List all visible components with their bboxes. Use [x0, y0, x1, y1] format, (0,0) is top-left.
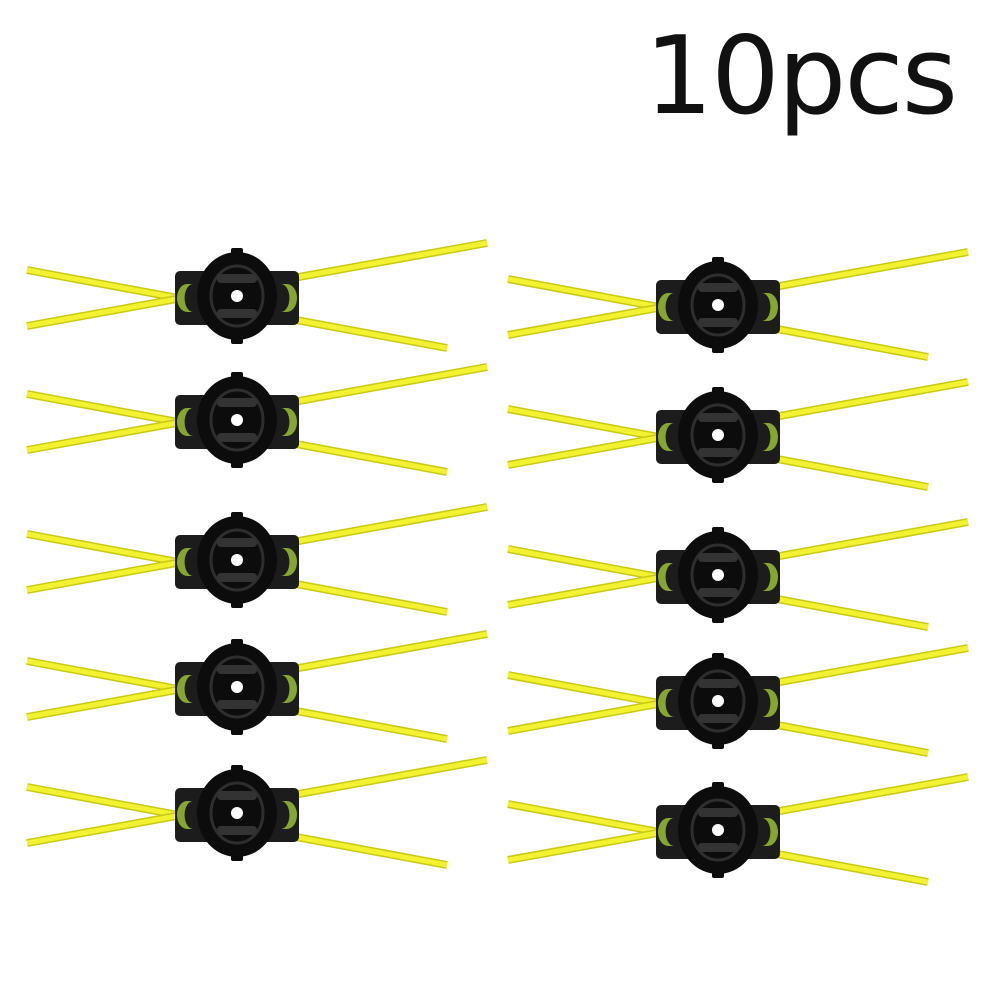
disc-slot: [217, 791, 257, 800]
disc-notch: [712, 257, 724, 265]
disc-notch: [231, 727, 243, 735]
disc-inner-ring: [690, 543, 746, 607]
disc-slot: [217, 398, 257, 407]
disc-notch: [712, 475, 724, 483]
trimmer-head-item: [26, 503, 488, 616]
disc-notch: [712, 870, 724, 878]
disc-inner-ring: [209, 781, 265, 845]
trimmer-head-item: [26, 630, 488, 743]
disc-slot: [217, 309, 257, 318]
line-eyelet-left: [658, 423, 674, 451]
line-eyelet-right: [281, 801, 297, 829]
disc-inner-ring: [209, 264, 265, 328]
disc-notch: [712, 741, 724, 749]
trimmer-head-item: [507, 378, 969, 491]
line-eyelet-right: [281, 675, 297, 703]
disc-notch: [231, 460, 243, 468]
disc-slot: [698, 283, 738, 292]
line-eyelet-right: [762, 563, 778, 591]
line-eyelet-right: [762, 293, 778, 321]
trimmer-head-item: [26, 363, 488, 476]
center-hole: [712, 695, 724, 707]
disc-slot: [217, 274, 257, 283]
disc-slot: [698, 808, 738, 817]
center-hole: [712, 569, 724, 581]
trimmer-head-item: [26, 239, 488, 352]
disc-notch: [712, 387, 724, 395]
trimmer-head-item: [507, 518, 969, 631]
disc-inner-ring: [690, 273, 746, 337]
disc-notch: [712, 653, 724, 661]
center-hole: [231, 681, 243, 693]
disc-inner-ring: [209, 528, 265, 592]
disc-notch: [231, 248, 243, 256]
trimmer-head-item: [507, 644, 969, 757]
center-hole: [712, 429, 724, 441]
disc-slot: [217, 665, 257, 674]
disc-slot: [217, 826, 257, 835]
line-eyelet-left: [177, 284, 193, 312]
center-hole: [712, 299, 724, 311]
line-eyelet-left: [177, 801, 193, 829]
line-eyelet-left: [177, 408, 193, 436]
line-eyelet-left: [658, 293, 674, 321]
disc-slot: [698, 318, 738, 327]
disc-notch: [231, 512, 243, 520]
disc-slot: [698, 679, 738, 688]
line-eyelet-left: [177, 548, 193, 576]
trimmer-head-item: [26, 756, 488, 869]
disc-slot: [698, 413, 738, 422]
center-hole: [231, 414, 243, 426]
disc-notch: [712, 615, 724, 623]
line-eyelet-right: [762, 423, 778, 451]
disc-notch: [231, 853, 243, 861]
disc-slot: [217, 700, 257, 709]
disc-notch: [231, 372, 243, 380]
disc-inner-ring: [690, 403, 746, 467]
line-eyelet-left: [658, 818, 674, 846]
disc-slot: [698, 843, 738, 852]
line-eyelet-right: [281, 284, 297, 312]
disc-notch: [231, 600, 243, 608]
disc-slot: [217, 538, 257, 547]
product-count-label: 10pcs: [644, 14, 958, 139]
disc-slot: [217, 573, 257, 582]
center-hole: [231, 807, 243, 819]
disc-notch: [231, 639, 243, 647]
trimmer-head-item: [507, 248, 969, 361]
disc-notch: [231, 765, 243, 773]
disc-slot: [698, 448, 738, 457]
disc-slot: [217, 433, 257, 442]
disc-slot: [698, 588, 738, 597]
center-hole: [231, 554, 243, 566]
disc-notch: [712, 527, 724, 535]
disc-slot: [698, 714, 738, 723]
disc-inner-ring: [209, 388, 265, 452]
line-eyelet-left: [177, 675, 193, 703]
disc-notch: [712, 345, 724, 353]
center-hole: [712, 824, 724, 836]
line-eyelet-right: [281, 408, 297, 436]
disc-notch: [231, 336, 243, 344]
line-eyelet-left: [658, 563, 674, 591]
center-hole: [231, 290, 243, 302]
line-eyelet-left: [658, 689, 674, 717]
disc-inner-ring: [209, 655, 265, 719]
line-eyelet-right: [762, 818, 778, 846]
trimmer-head-item: [507, 773, 969, 886]
line-eyelet-right: [762, 689, 778, 717]
disc-slot: [698, 553, 738, 562]
disc-inner-ring: [690, 669, 746, 733]
disc-notch: [712, 782, 724, 790]
disc-inner-ring: [690, 798, 746, 862]
line-eyelet-right: [281, 548, 297, 576]
